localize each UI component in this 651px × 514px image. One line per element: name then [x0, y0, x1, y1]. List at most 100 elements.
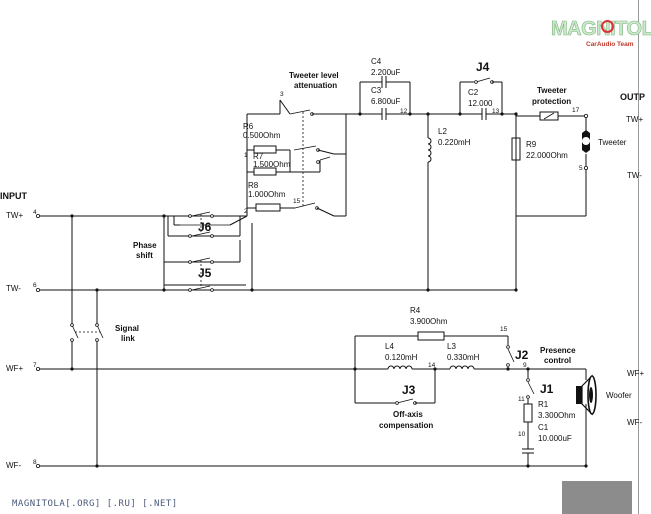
- jumper-j1-label: J1: [540, 382, 554, 396]
- jumper-j3-switch[interactable]: [354, 369, 436, 405]
- inductor-l3: [449, 365, 508, 370]
- resistor-r9: [511, 114, 521, 290]
- c3-name: C3: [371, 86, 382, 95]
- pin-12: 12: [400, 108, 408, 115]
- jumper-j2-switch[interactable]: [506, 336, 515, 369]
- junction-dot: [458, 112, 462, 116]
- pin-8: 8: [33, 459, 37, 466]
- junction-dot: [584, 464, 588, 468]
- attenuation-switch[interactable]: [289, 109, 346, 217]
- gray-block: [562, 481, 632, 514]
- tweeter-protection-label-2: protection: [532, 97, 571, 106]
- pin-13: 13: [492, 108, 500, 115]
- jumper-j6-switch[interactable]: [188, 211, 214, 238]
- r6-name: R6: [243, 122, 254, 131]
- c2-name: C2: [468, 88, 479, 97]
- input-tw-plus-label: TW+: [6, 211, 23, 220]
- output-header: OUTP: [620, 92, 645, 102]
- pin-5: 5: [579, 165, 583, 172]
- pin-6: 6: [33, 282, 37, 289]
- c1-value: 10.000uF: [538, 434, 572, 443]
- tweeter-level-label-2: attenuation: [294, 81, 337, 90]
- phase-shift-label-2: shift: [136, 251, 153, 260]
- tweeter-level-label-1: Tweeter level: [289, 71, 339, 80]
- pin-4: 4: [33, 209, 37, 216]
- woofer-label: Woofer: [606, 391, 632, 400]
- capacitor-c1: [522, 433, 534, 466]
- output-tw-minus-label: TW-: [627, 171, 642, 180]
- input-tw-minus-label: TW-: [6, 284, 21, 293]
- phase-shift-network: [163, 215, 253, 290]
- r4-value: 3.900Ohm: [410, 317, 448, 326]
- inductor-l2: [427, 114, 432, 290]
- terminal-wf-plus-in[interactable]: [36, 366, 41, 371]
- r7-name: R7: [253, 152, 264, 161]
- jumper-j1-switch[interactable]: [526, 369, 535, 399]
- jumper-j4-label: J4: [476, 60, 490, 74]
- capacitor-c3-c4: [359, 76, 460, 120]
- pin-17: 17: [572, 107, 580, 114]
- pin-14: 14: [428, 362, 436, 369]
- junction-dot: [408, 112, 412, 116]
- output-tw-plus-label: TW+: [626, 115, 643, 124]
- r9-value: 22.000Ohm: [526, 151, 568, 160]
- page-edge-line: [638, 0, 639, 514]
- resistor-r7: [253, 167, 277, 176]
- terminal-tw-minus-in[interactable]: [36, 287, 41, 292]
- l2-name: L2: [438, 127, 447, 136]
- pin-1: 1: [244, 152, 248, 159]
- inductor-l4: [355, 365, 450, 370]
- jumper-j5-label: J5: [198, 266, 212, 280]
- input-header: INPUT: [0, 191, 28, 201]
- signal-link-switch[interactable]: [70, 216, 104, 466]
- resistor-r1: [523, 399, 533, 433]
- terminal-wf-minus-in[interactable]: [36, 463, 41, 468]
- junction-dot: [358, 112, 362, 116]
- junction-dot: [514, 288, 518, 292]
- jumper-j5-switch[interactable]: [188, 257, 214, 292]
- terminal-5: [584, 165, 589, 170]
- c2-value: 12.000: [468, 99, 493, 108]
- offaxis-label-2: compensation: [379, 421, 433, 430]
- logo-subtitle: CarAudio Team: [586, 41, 634, 48]
- jumper-j6-label: J6: [198, 220, 212, 234]
- terminal-tw-plus-in[interactable]: [36, 213, 41, 218]
- terminal-17: [584, 114, 589, 119]
- junction-dot: [500, 112, 504, 116]
- presence-control-label-2: control: [544, 356, 571, 365]
- jumper-j2-label: J2: [515, 348, 529, 362]
- signal-link-label-1: Signal: [115, 324, 139, 333]
- logo-wordmark: MAGNITOLA: [551, 18, 651, 41]
- output-wf-plus-label: WF+: [627, 369, 644, 378]
- l4-name: L4: [385, 342, 394, 351]
- capacitor-c2: [459, 82, 516, 120]
- pin-7: 7: [33, 362, 37, 369]
- junction-dot: [426, 112, 430, 116]
- tweeter-protection-label-1: Tweeter: [537, 86, 567, 95]
- c4-value: 2.200uF: [371, 68, 400, 77]
- tweeter-protection-fuse-icon: [516, 111, 586, 121]
- attenuation-network: [246, 99, 360, 217]
- c1-name: C1: [538, 423, 549, 432]
- r7-value: 1.500Ohm: [253, 160, 291, 169]
- jumper-j3-label: J3: [402, 383, 416, 397]
- r9-name: R9: [526, 140, 537, 149]
- c3-value: 6.800uF: [371, 97, 400, 106]
- jumper-j4-switch[interactable]: [460, 77, 502, 84]
- phase-shift-label-1: Phase: [133, 241, 157, 250]
- signal-link-label-2: link: [121, 334, 135, 343]
- c4-name: C4: [371, 57, 382, 66]
- pin-2: 2: [244, 208, 248, 215]
- pin-11: 11: [518, 396, 525, 403]
- r8-name: R8: [248, 181, 259, 190]
- tweeter-icon: [582, 118, 590, 166]
- r1-value: 3.300Ohm: [538, 411, 576, 420]
- logo-ring-icon: [601, 20, 614, 33]
- input-wf-plus-label: WF+: [6, 364, 23, 373]
- resistor-r4: [354, 331, 508, 369]
- pin-9: 9: [523, 362, 527, 369]
- pin-3: 3: [280, 91, 284, 98]
- pin-10: 10: [518, 431, 526, 438]
- r4-name: R4: [410, 306, 421, 315]
